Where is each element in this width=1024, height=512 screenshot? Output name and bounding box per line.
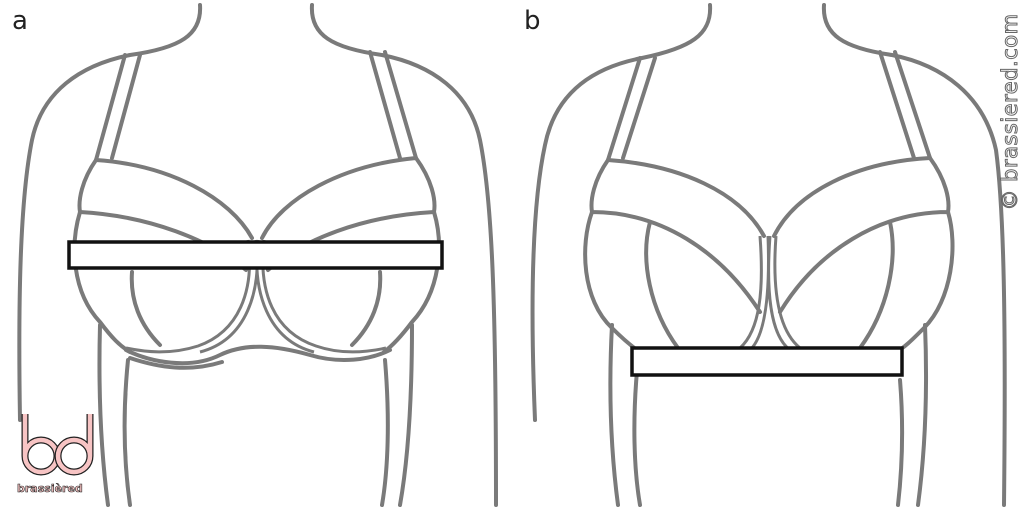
underwire bbox=[738, 235, 801, 352]
brassiered-logo bbox=[21, 414, 94, 476]
left-neck-shoulder bbox=[17, 3, 203, 422]
left-neck-shoulder bbox=[530, 3, 713, 422]
left-arm-inner bbox=[608, 323, 642, 507]
band-bottom bbox=[124, 344, 392, 370]
measurement-box-b bbox=[630, 346, 904, 377]
left-strap bbox=[606, 56, 657, 162]
right-arm-inner bbox=[896, 323, 929, 507]
right-neck-shoulder bbox=[821, 3, 1007, 507]
logo-text: brassièred bbox=[17, 482, 83, 496]
right-cup bbox=[772, 156, 955, 354]
panel-label-a: a bbox=[12, 6, 28, 36]
panel-label-b: b bbox=[524, 6, 541, 36]
right-strap bbox=[368, 50, 418, 160]
left-cup bbox=[583, 158, 766, 354]
measurement-box-a bbox=[67, 240, 444, 270]
underwire bbox=[125, 239, 387, 354]
watermark: © brassiered.com bbox=[998, 13, 1023, 211]
left-strap bbox=[94, 53, 142, 162]
right-neck-shoulder bbox=[309, 3, 498, 507]
right-strap bbox=[878, 50, 932, 160]
right-arm-inner bbox=[380, 323, 414, 507]
figure-b bbox=[530, 3, 1007, 507]
left-arm-inner bbox=[97, 323, 132, 507]
figure-a bbox=[17, 3, 498, 507]
